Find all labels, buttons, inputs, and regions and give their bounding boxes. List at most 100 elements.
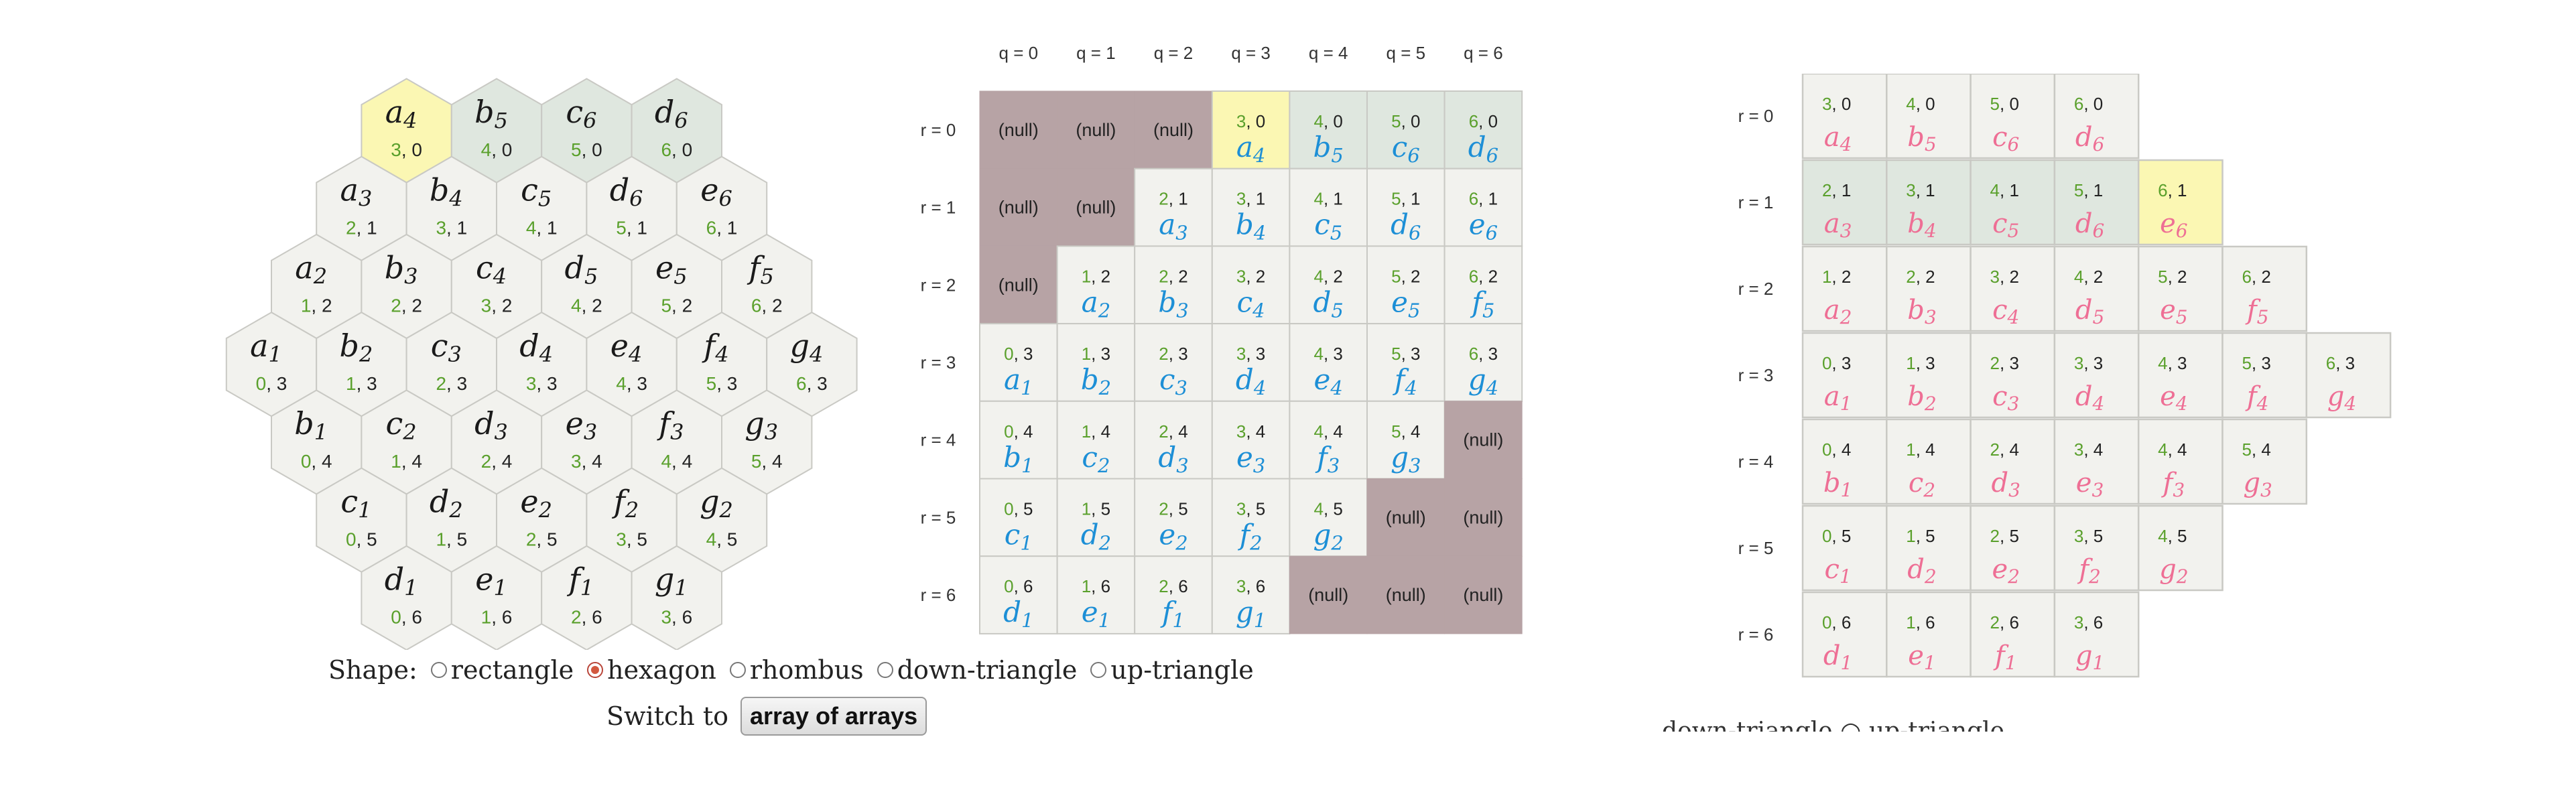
array-cell[interactable] xyxy=(1134,478,1213,557)
radio-rectangle[interactable] xyxy=(430,662,447,678)
jagged-cell[interactable] xyxy=(2137,159,2224,246)
jagged-cell[interactable] xyxy=(2305,332,2392,419)
column-header: q = 4 xyxy=(1309,43,1348,63)
array-cell[interactable] xyxy=(979,400,1058,480)
array-cell[interactable] xyxy=(1211,400,1291,480)
jagged-cell[interactable] xyxy=(2053,74,2140,159)
shape-option-down-triangle[interactable]: down-triangle xyxy=(877,655,1077,685)
array-cell[interactable] xyxy=(1211,555,1291,634)
array-cell[interactable] xyxy=(1056,323,1136,402)
jagged-cell-handwritten-label: b4 xyxy=(1907,208,1936,242)
jagged-grid: r = 0r = 1r = 2r = 3r = 4r = 5r = 63, 0a… xyxy=(1738,74,2392,678)
jagged-cell[interactable] xyxy=(1886,418,1972,505)
hex-cell-handwritten-label: e1 xyxy=(475,561,507,601)
array-cell-handwritten-label: a3 xyxy=(1159,208,1188,245)
jagged-cell-coordinate: 5, 0 xyxy=(1990,94,2019,114)
array-cell-handwritten-label: e1 xyxy=(1082,596,1110,632)
array-cell-coordinate: 6, 0 xyxy=(1469,111,1498,131)
array-cell[interactable] xyxy=(1289,323,1368,402)
jagged-cell[interactable] xyxy=(1886,332,1972,419)
array-cell-coordinate: 6, 2 xyxy=(1469,266,1498,286)
shape-label: Shape: xyxy=(328,655,417,685)
array-cell-coordinate: 3, 4 xyxy=(1236,421,1265,442)
jagged-cell-handwritten-label: e3 xyxy=(2076,468,2104,501)
array-cell-handwritten-label: d2 xyxy=(1081,519,1111,555)
array-cell[interactable] xyxy=(1366,245,1445,325)
array-cell[interactable] xyxy=(1289,167,1368,247)
jagged-cell[interactable] xyxy=(2221,418,2308,505)
jagged-cell[interactable] xyxy=(1801,74,1888,159)
jagged-cell[interactable] xyxy=(1970,418,2056,505)
jagged-cell[interactable] xyxy=(1886,159,1972,246)
array-cell-handwritten-label: c4 xyxy=(1237,285,1265,322)
jagged-cell[interactable] xyxy=(2053,504,2140,592)
shape-option-up-triangle[interactable]: up-triangle xyxy=(1090,655,1254,685)
radio-down-triangle[interactable] xyxy=(877,662,893,678)
array-cell-handwritten-label: c6 xyxy=(1392,131,1420,167)
jagged-cell-handwritten-label: a3 xyxy=(1824,208,1852,242)
shape-option-rhombus[interactable]: rhombus xyxy=(729,655,864,685)
hex-cell-coordinate: 0, 5 xyxy=(346,529,377,549)
jagged-cell-coordinate: 3, 3 xyxy=(2074,353,2103,373)
array-cell[interactable] xyxy=(1134,323,1213,402)
array-cell[interactable] xyxy=(1211,90,1291,170)
hex-cell[interactable] xyxy=(631,545,722,650)
jagged-cell[interactable] xyxy=(1970,332,2056,419)
array-cell[interactable] xyxy=(1056,478,1136,557)
jagged-cell[interactable] xyxy=(1886,504,1972,592)
jagged-cell[interactable] xyxy=(1970,159,2056,246)
jagged-cell-coordinate: 4, 1 xyxy=(1990,180,2019,200)
array-cell-coordinate: 3, 6 xyxy=(1236,576,1265,596)
jagged-cell[interactable] xyxy=(2137,504,2224,592)
jagged-cell[interactable] xyxy=(1801,418,1888,505)
array-cell[interactable] xyxy=(1134,555,1213,634)
shape-option-hexagon[interactable]: hexagon xyxy=(587,655,716,685)
array-cell[interactable] xyxy=(1056,555,1136,634)
array-of-arrays-button[interactable]: array of arrays xyxy=(740,697,927,736)
hex-cell-handwritten-label: a1 xyxy=(250,328,282,367)
array-cell[interactable] xyxy=(1366,400,1445,480)
radio-hexagon[interactable] xyxy=(587,662,604,678)
array-cell[interactable] xyxy=(1289,245,1368,325)
jagged-cell[interactable] xyxy=(2137,332,2224,419)
jagged-cell[interactable] xyxy=(2053,245,2140,332)
array-cell[interactable] xyxy=(979,555,1058,634)
hex-cell-coordinate: 5, 2 xyxy=(661,295,692,316)
jagged-cell[interactable] xyxy=(2221,245,2308,332)
hex-cell-coordinate: 6, 2 xyxy=(751,295,783,316)
radio-up-triangle[interactable] xyxy=(1090,662,1107,678)
array-cell[interactable] xyxy=(1134,400,1213,480)
jagged-cell[interactable] xyxy=(1886,74,1972,159)
array-cell[interactable] xyxy=(1211,245,1291,325)
array-cell-coordinate: 0, 5 xyxy=(1004,499,1033,519)
array-cell[interactable] xyxy=(1443,323,1523,402)
radio-rhombus[interactable] xyxy=(729,662,746,678)
jagged-cell[interactable] xyxy=(1886,245,1972,332)
row-header: r = 4 xyxy=(1738,452,1774,472)
jagged-cell-handwritten-label: e1 xyxy=(1908,640,1936,674)
jagged-cell-handwritten-label: g3 xyxy=(2243,468,2272,501)
jagged-cell[interactable] xyxy=(2053,591,2140,678)
shape-option-rectangle[interactable]: rectangle xyxy=(430,655,574,685)
jagged-cell[interactable] xyxy=(2053,418,2140,505)
jagged-cell[interactable] xyxy=(2137,245,2224,332)
jagged-cell[interactable] xyxy=(1801,245,1888,332)
array-cell[interactable] xyxy=(1443,90,1523,170)
jagged-cell[interactable] xyxy=(1970,591,2056,678)
jagged-cell[interactable] xyxy=(2137,418,2224,505)
array-cell[interactable] xyxy=(1443,245,1523,325)
jagged-cell[interactable] xyxy=(1801,504,1888,592)
jagged-cell[interactable] xyxy=(2053,159,2140,246)
array-cell[interactable] xyxy=(1289,478,1368,557)
jagged-cell[interactable] xyxy=(1970,504,2056,592)
jagged-cell-handwritten-label: a1 xyxy=(1824,381,1852,415)
jagged-cell[interactable] xyxy=(2221,332,2308,419)
array-cell[interactable] xyxy=(1211,323,1291,402)
hex-cell-coordinate: 2, 4 xyxy=(481,451,513,472)
array-cell[interactable] xyxy=(1056,400,1136,480)
row-header: r = 5 xyxy=(921,507,956,527)
array-cell-handwritten-label: g3 xyxy=(1391,441,1421,477)
jagged-cell[interactable] xyxy=(1886,591,1972,678)
null-cell xyxy=(1444,555,1523,634)
array-cell[interactable] xyxy=(1366,323,1445,402)
